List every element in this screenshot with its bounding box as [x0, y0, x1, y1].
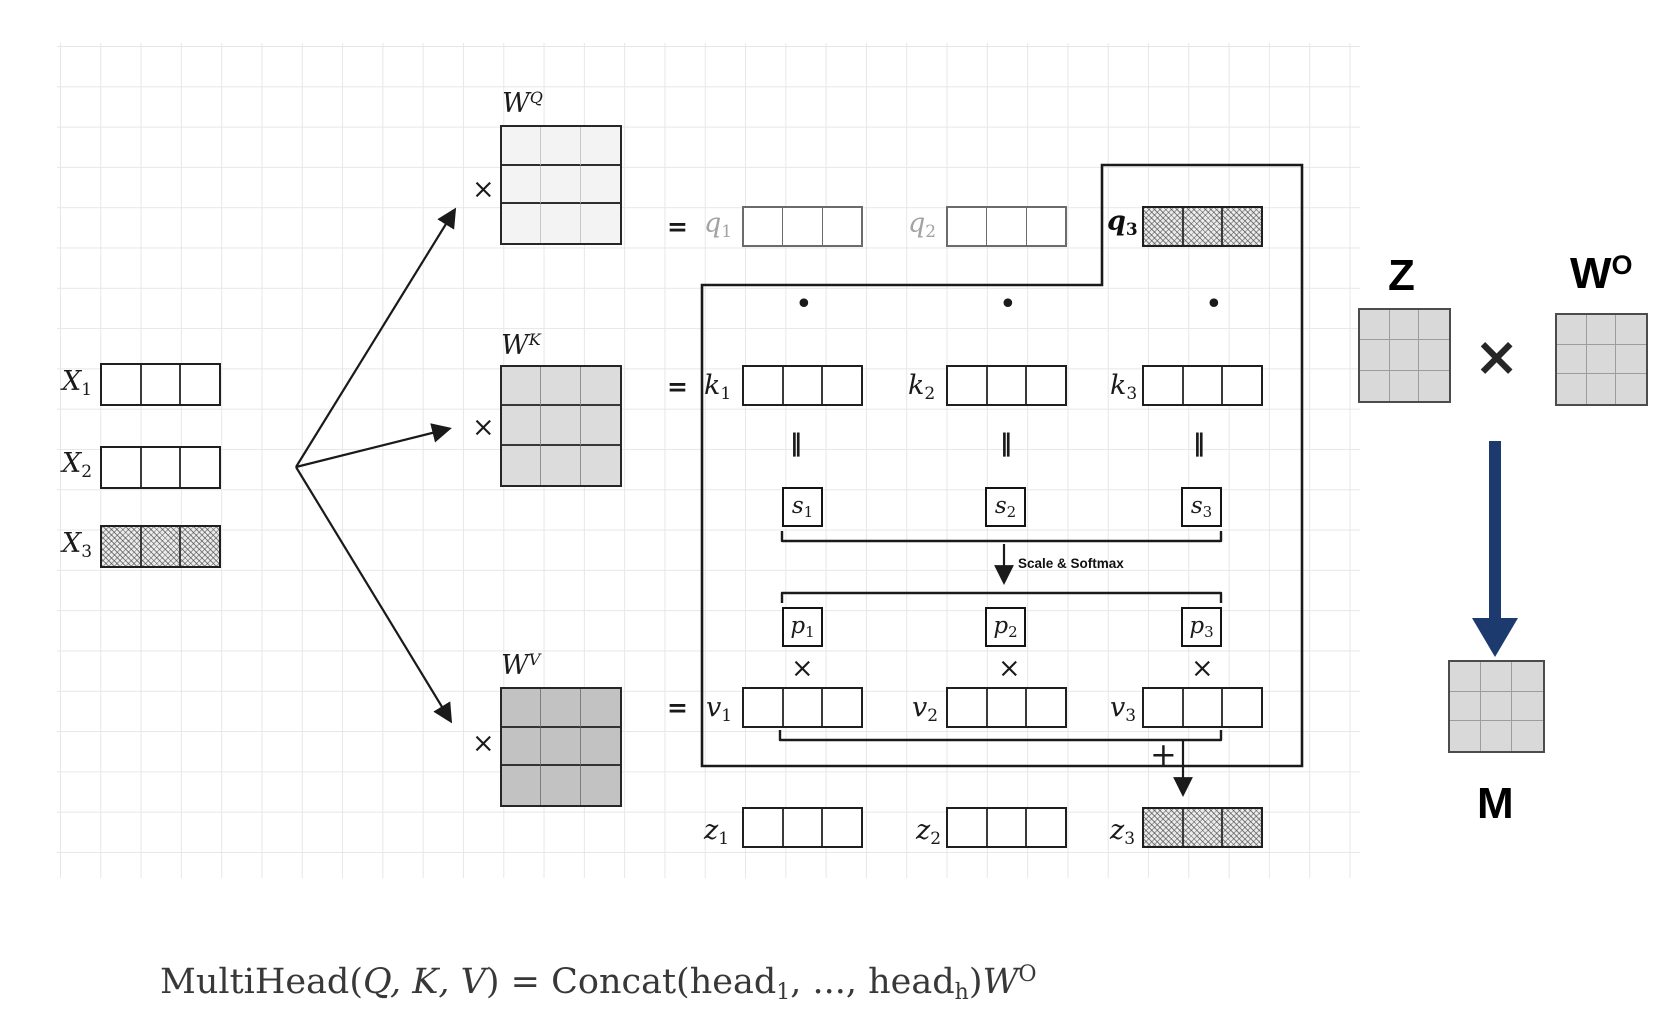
times-operator-output: ×	[1474, 325, 1520, 388]
label-x2: X2	[62, 448, 93, 482]
score-box-s1: s1	[782, 487, 823, 527]
label-z2: z2	[916, 815, 942, 849]
prob-box-p1: p1	[782, 607, 823, 647]
weight-matrix-wq	[500, 125, 622, 245]
query-vector-q1	[742, 206, 863, 247]
label-wv: WV	[501, 650, 541, 681]
label-x3: X3	[62, 528, 93, 562]
label-wo-matrix: WO	[1570, 249, 1633, 298]
query-vector-q3	[1142, 206, 1263, 247]
times-operator-p2: ×	[998, 653, 1021, 684]
times-operator-p3: ×	[1191, 653, 1214, 684]
label-wq: WQ	[502, 88, 543, 119]
z-matrix	[1358, 308, 1451, 403]
label-z3: z3	[1110, 815, 1136, 849]
label-k2: k2	[908, 370, 936, 404]
weight-matrix-wv	[500, 687, 622, 807]
times-operator-v: ×	[472, 728, 495, 759]
input-vector-x1	[100, 363, 221, 406]
times-operator-p1: ×	[791, 653, 814, 684]
score-box-s3: s3	[1181, 487, 1222, 527]
value-vector-v2	[946, 687, 1067, 728]
m-matrix	[1448, 660, 1545, 753]
value-vector-v3	[1142, 687, 1263, 728]
equals-sign-q: =	[667, 212, 688, 241]
label-q1: q1	[704, 208, 733, 242]
input-vector-x2	[100, 446, 221, 489]
label-z-matrix: Z	[1388, 251, 1415, 300]
input-vector-x3	[100, 525, 221, 568]
label-m-matrix: M	[1477, 779, 1514, 828]
times-operator-k: ×	[472, 412, 495, 443]
score-box-s2: s2	[985, 487, 1026, 527]
label-v3: v3	[1110, 692, 1137, 726]
value-vector-v1	[742, 687, 863, 728]
wo-matrix	[1555, 313, 1648, 406]
output-vector-z2	[946, 807, 1067, 848]
parallel-sign-2: ‖	[1000, 429, 1012, 457]
output-vector-z1	[742, 807, 863, 848]
multihead-formula: MultiHead(Q, K, V) = Concat(head1, ..., …	[160, 962, 1037, 1005]
label-wk: WK	[501, 330, 541, 361]
query-vector-q2	[946, 206, 1067, 247]
output-vector-z3	[1142, 807, 1263, 848]
dot-product-2: •	[999, 287, 1017, 322]
key-vector-k1	[742, 365, 863, 406]
navy-down-arrow	[1472, 441, 1518, 657]
label-z1: z1	[704, 815, 730, 849]
dot-product-1: •	[795, 287, 813, 322]
label-x1: X1	[62, 366, 93, 400]
scale-softmax-label: Scale & Softmax	[1018, 556, 1124, 571]
prob-box-p3: p3	[1181, 607, 1222, 647]
label-k1: k1	[704, 370, 732, 404]
plus-sign: +	[1150, 735, 1177, 773]
label-k3: k3	[1110, 370, 1138, 404]
label-q2: q2	[908, 208, 937, 242]
prob-box-p2: p2	[985, 607, 1026, 647]
label-v1: v1	[706, 692, 733, 726]
equals-sign-k: =	[667, 372, 688, 401]
dot-product-3: •	[1205, 287, 1223, 322]
label-q3: q3	[1107, 206, 1138, 240]
equals-sign-v: =	[667, 693, 688, 722]
parallel-sign-1: ‖	[790, 429, 802, 457]
label-v2: v2	[912, 692, 939, 726]
times-operator-q: ×	[472, 174, 495, 205]
parallel-sign-3: ‖	[1193, 429, 1205, 457]
weight-matrix-wk	[500, 365, 622, 487]
key-vector-k3	[1142, 365, 1263, 406]
key-vector-k2	[946, 365, 1067, 406]
